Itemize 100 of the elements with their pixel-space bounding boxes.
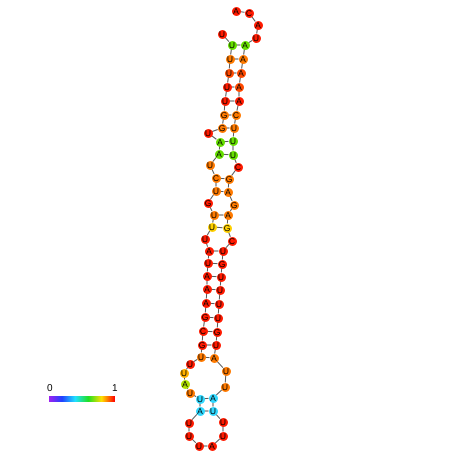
nucleotide-circle: U	[212, 186, 220, 196]
nucleotide-circle: A	[232, 6, 240, 16]
scale-label: 1	[112, 383, 118, 394]
nucleotide-circle: U	[228, 150, 238, 160]
backbone-line	[216, 390, 222, 396]
nucleotide-circle: G	[218, 260, 226, 268]
nucleotide-circle: U	[222, 366, 230, 376]
base-pair-line	[223, 154, 229, 156]
nucleotide-circle: G	[224, 174, 234, 184]
backbone-line	[238, 91, 240, 97]
nucleotide-circle: A	[254, 20, 262, 30]
nucleotide-circle: A	[234, 82, 244, 92]
nucleotide-circle: A	[180, 380, 190, 388]
backbone-line	[193, 358, 198, 362]
nucleotide-circle: U	[212, 340, 220, 350]
nucleotide-circle: U	[186, 388, 194, 398]
nucleotide-circle: U	[180, 368, 188, 378]
nucleotide-circle: G	[218, 124, 226, 132]
base-pair-line	[207, 330, 213, 332]
nucleotide-circle: U	[214, 300, 224, 308]
backbone-line	[204, 307, 206, 313]
backbone-line	[202, 335, 204, 341]
nucleotide-circle: U	[210, 210, 218, 220]
backbone-line	[216, 322, 218, 328]
nucleotide-circle: A	[202, 272, 212, 280]
nucleotide-circle: U	[200, 234, 210, 244]
nucleotide-circle: G	[212, 328, 222, 336]
backbone-line	[248, 40, 253, 44]
nucleotide-circle: A	[196, 406, 204, 416]
scale-label: 0	[47, 383, 53, 394]
nucleotide-circle: A	[210, 354, 218, 362]
base-pair-line	[218, 214, 224, 216]
base-pair-line	[229, 100, 235, 102]
nucleotide-circle: A	[202, 284, 212, 294]
backbone-line	[224, 375, 226, 383]
nucleotide-circle: C	[234, 162, 242, 172]
base-pair-line	[216, 226, 223, 228]
nucleotide-circle: U	[196, 352, 206, 362]
nucleotide-circle: U	[220, 96, 230, 106]
nucleotide-circle: U	[230, 124, 238, 132]
nucleotide-circle: G	[200, 312, 210, 322]
nucleotide-circle: U	[252, 34, 260, 42]
nucleotide-circle: U	[218, 30, 226, 38]
backbone-line	[218, 308, 220, 314]
nucleotide-circle: A	[224, 210, 232, 220]
backbone-line	[228, 63, 230, 69]
backbone-line	[212, 129, 218, 132]
nucleotide-circle: U	[204, 258, 212, 268]
backbone-line	[232, 145, 234, 151]
backbone-line	[206, 293, 208, 299]
base-pair-line	[206, 344, 212, 346]
backbone-line	[231, 170, 236, 176]
nucleotide-circle: U	[218, 418, 228, 426]
nucleotide-circle: A	[216, 138, 224, 146]
nucleotide-circle: U	[220, 382, 230, 392]
base-pair-line	[211, 276, 217, 278]
nucleotide-circle: G	[220, 110, 228, 120]
nucleotide-circle: U	[184, 432, 194, 440]
backbone-line	[224, 105, 226, 111]
nucleotide-circle: C	[198, 326, 208, 336]
nucleotide-circle: U	[228, 136, 238, 146]
nucleotide-circle: U	[196, 394, 204, 404]
nucleotide-circle: A	[234, 96, 244, 106]
nucleotide-circle: A	[214, 150, 224, 158]
nucleotide-circle: U	[184, 418, 194, 428]
base-pair-line	[213, 250, 219, 252]
backbone-line	[226, 244, 230, 248]
nucleotide-circle: A	[238, 54, 248, 64]
backbone-line	[210, 194, 214, 200]
nucleotide-circle: A	[240, 40, 250, 50]
backbone-line	[184, 376, 186, 380]
nucleotide-circle: A	[202, 298, 210, 308]
backbone-line	[216, 360, 224, 368]
base-pair-line	[212, 262, 218, 264]
nucleotide-circle: G	[198, 340, 206, 350]
nucleotide-circle: G	[230, 200, 238, 210]
backbone-line	[214, 438, 220, 444]
nucleotide-circle: C	[212, 174, 220, 182]
nucleotide-circle: C	[232, 110, 240, 120]
nucleotide-circle: A	[224, 188, 232, 196]
backbone-line	[206, 230, 210, 236]
nucleotide-circle: C	[244, 8, 254, 18]
nucleotide-circle: U	[208, 406, 218, 416]
backbone-line	[216, 414, 220, 420]
nucleotide-circle: A	[236, 68, 246, 78]
nucleotide-circle: G	[222, 224, 232, 232]
nucleotide-circle: A	[208, 442, 216, 450]
nucleotide-circle: U	[226, 54, 234, 64]
nucleotide-circle: U	[216, 272, 226, 282]
backbone-line	[236, 104, 239, 112]
nucleotide-circle: A	[204, 246, 214, 256]
nucleotide-circle: U	[224, 68, 234, 78]
nucleotide-circle: U	[194, 442, 204, 450]
backbone-line	[224, 36, 230, 42]
nucleotide-circle: U	[218, 246, 228, 256]
nucleotide-circle: A	[208, 394, 218, 402]
nucleotide-circle: U	[204, 128, 212, 138]
nucleotide-circle: U	[218, 432, 228, 440]
nucleotide-circle: U	[228, 40, 236, 50]
backbone-line	[222, 426, 224, 432]
